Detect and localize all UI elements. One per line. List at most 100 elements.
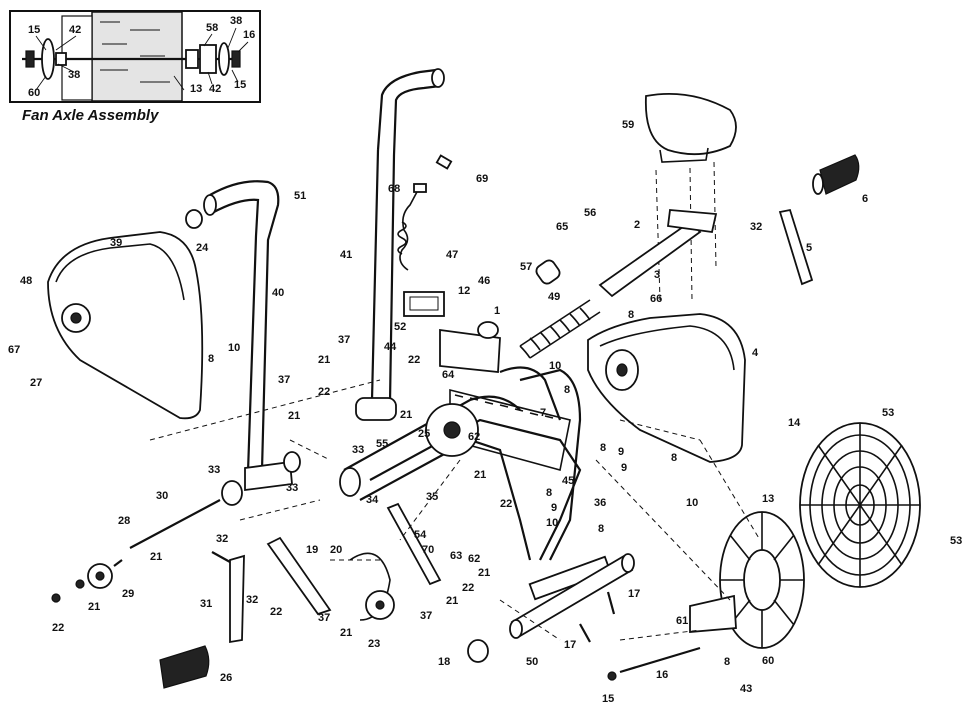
callout-47: 47: [446, 249, 458, 261]
callout-26: 26: [220, 672, 232, 684]
part-32-pedal-bolt: [211, 551, 231, 563]
callout-64: 64: [442, 369, 455, 381]
callout-21c: 21: [400, 409, 412, 421]
part-17-bolt: [579, 591, 616, 643]
left-handlebar: [203, 180, 301, 506]
callout-50: 50: [526, 656, 538, 668]
part-54-linkage-arm: [386, 502, 442, 586]
part-6-right-pedal: [812, 154, 860, 195]
callout-21h: 21: [446, 595, 458, 607]
inset-label-13: 13: [190, 83, 202, 95]
callout-13: 13: [762, 493, 774, 505]
part-21-nut: [75, 579, 85, 589]
callout-55: 55: [376, 438, 388, 450]
callout-10d: 10: [546, 517, 558, 529]
part-61-bracket: [689, 594, 737, 633]
callout-23: 23: [368, 638, 380, 650]
callout-32c: 32: [750, 221, 762, 233]
callout-16: 16: [656, 669, 668, 681]
callout-53b: 53: [950, 535, 962, 547]
callout-63: 63: [450, 550, 462, 562]
callout-30: 30: [156, 490, 168, 502]
callout-21d: 21: [474, 469, 486, 481]
callout-8f: 8: [546, 487, 552, 499]
callout-10b: 10: [549, 360, 561, 372]
part-28-key: [113, 559, 123, 567]
callout-41: 41: [340, 249, 352, 261]
callout-37b: 37: [278, 374, 290, 386]
callout-22a: 22: [318, 386, 330, 398]
callout-53a: 53: [882, 407, 894, 419]
part-14-fan-cage: [799, 422, 921, 588]
callout-40: 40: [272, 287, 284, 299]
callout-22e: 22: [270, 606, 282, 618]
inset-label-58: 58: [206, 22, 218, 34]
callout-19: 19: [306, 544, 318, 556]
callout-37a: 37: [338, 334, 350, 346]
callout-49: 49: [548, 291, 560, 303]
callout-22d: 22: [462, 582, 474, 594]
callout-43: 43: [740, 683, 752, 695]
callout-68: 68: [388, 183, 400, 195]
fan-axle-assembly-inset: 15 42 38 60 13 58 38 16 42 15 Fan Axle A…: [9, 10, 261, 124]
part-31-left-crank-arm: [229, 554, 245, 644]
callout-9b: 9: [551, 502, 557, 514]
part-4-right-chain-guard: [587, 313, 746, 463]
inset-title: Fan Axle Assembly: [22, 107, 159, 124]
part-30-crank-axle: [129, 499, 221, 549]
inset-label-60: 60: [28, 87, 40, 99]
callout-54: 54: [414, 529, 427, 541]
callout-21g: 21: [340, 627, 352, 639]
callout-62b: 62: [468, 553, 480, 565]
callout-37d: 37: [420, 610, 432, 622]
callout-5: 5: [806, 242, 812, 254]
callout-33c: 33: [352, 444, 364, 456]
callout-8c: 8: [628, 309, 634, 321]
inset-label-15b: 15: [234, 79, 246, 91]
callout-6: 6: [862, 193, 868, 205]
inset-label-42: 42: [69, 24, 81, 36]
inset-label-38: 38: [68, 69, 80, 81]
callout-31: 31: [200, 598, 212, 610]
callout-22c: 22: [500, 498, 512, 510]
callout-8h: 8: [724, 656, 730, 668]
callout-17b: 17: [564, 639, 576, 651]
part-2-seat-post: [598, 209, 718, 298]
callout-9a: 9: [618, 446, 624, 458]
callout-8e: 8: [671, 452, 677, 464]
callout-9c: 9: [621, 462, 627, 474]
main-frame: [339, 321, 612, 601]
part-57-49-seat-tube: [519, 259, 601, 359]
computer-cable: [397, 154, 453, 271]
callout-35: 35: [426, 491, 438, 503]
part-13-fan-blade-wheel: [719, 511, 805, 649]
part-5-right-crank-arm: [778, 208, 814, 286]
inset-label-38b: 38: [230, 15, 242, 27]
inset-label-42b: 42: [209, 83, 221, 95]
callout-33b: 33: [286, 482, 298, 494]
right-handlebar: [355, 68, 445, 421]
callout-39: 39: [110, 237, 122, 249]
callout-29: 29: [122, 588, 134, 600]
callout-2: 2: [634, 219, 640, 231]
part-24-end-cap: [185, 209, 203, 229]
callout-32a: 32: [216, 533, 228, 545]
part-16-fan-axle: [619, 646, 701, 674]
callout-21b: 21: [288, 410, 300, 422]
callout-59: 59: [622, 119, 634, 131]
callout-10c: 10: [686, 497, 698, 509]
callout-8b: 8: [564, 384, 570, 396]
callout-69: 69: [476, 173, 488, 185]
callout-8g: 8: [598, 523, 604, 535]
inset-label-15: 15: [28, 24, 40, 36]
inset-label-16: 16: [243, 29, 255, 41]
callout-52: 52: [394, 321, 406, 333]
callout-46: 46: [478, 275, 490, 287]
callout-61: 61: [676, 615, 688, 627]
callout-37c: 37: [318, 612, 330, 624]
callout-7: 7: [540, 407, 546, 419]
part-59-seat: [644, 93, 737, 163]
callout-12: 12: [458, 285, 470, 297]
callout-66: 66: [650, 293, 662, 305]
